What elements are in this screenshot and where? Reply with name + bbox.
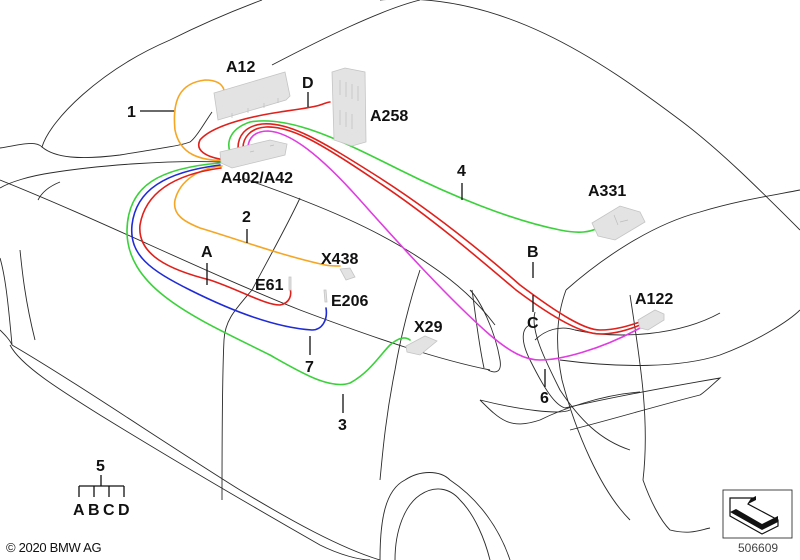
label-e206: E206	[331, 293, 368, 310]
label-x438: X438	[321, 251, 358, 268]
wheel-arch-outer	[379, 472, 511, 560]
parts	[213, 67, 665, 356]
a12-roof-line	[271, 0, 421, 66]
front-edge-2	[19, 249, 36, 341]
callout-A: A	[201, 244, 213, 261]
wheel-arch-inner	[394, 488, 491, 560]
label-a402-a42: A402/A42	[221, 170, 293, 187]
callout-B: B	[527, 244, 539, 261]
copyright-text: © 2020 BMW AG	[6, 540, 101, 555]
wire-6-magenta	[247, 130, 641, 361]
a258-module	[331, 67, 367, 147]
wire-D-red	[198, 101, 331, 161]
legend-5-letter-c: C	[103, 502, 115, 519]
wire-4-green	[228, 120, 599, 233]
window-corner-inner	[471, 289, 485, 369]
callout-6: 6	[540, 390, 549, 407]
a-pillar-line	[241, 177, 496, 326]
wires	[126, 79, 641, 386]
bottom-line	[479, 391, 641, 425]
roof-right-inner	[565, 189, 800, 291]
a331-module	[591, 205, 646, 241]
label-x29: X29	[414, 319, 443, 336]
light-cluster	[522, 324, 722, 431]
wire-1-orange	[173, 79, 225, 162]
legend-5-letter-b: B	[88, 502, 100, 519]
callout-D: D	[302, 75, 314, 92]
label-a258: A258	[370, 108, 408, 125]
callout-4: 4	[457, 163, 466, 180]
front-edge	[0, 257, 13, 346]
legend-5-bracket	[78, 475, 125, 497]
callout-7: 7	[305, 359, 314, 376]
roof-line	[0, 0, 263, 149]
a12-module	[213, 71, 291, 121]
roof-right-curve	[380, 0, 800, 231]
document-number: 506609	[738, 541, 778, 555]
wire-C-red	[242, 126, 641, 335]
a402-a42-module	[219, 139, 288, 169]
lower-bumper	[629, 294, 711, 533]
view-direction-arrow-icon	[722, 489, 793, 539]
bumper-curve	[479, 399, 571, 413]
legend-5-number: 5	[96, 458, 105, 475]
sill-upper	[0, 329, 381, 560]
a122-connector	[637, 309, 665, 331]
legend-5-letter-a: A	[73, 502, 85, 519]
wire-7-blue	[130, 164, 328, 331]
sill-lower	[9, 344, 371, 560]
windshield-lower	[37, 181, 61, 201]
label-a122: A122	[635, 291, 673, 308]
wire-2-orange	[173, 165, 341, 267]
label-a331: A331	[588, 183, 626, 200]
roof-line-inner	[41, 111, 213, 159]
fender-line	[557, 289, 631, 521]
leader-lines	[78, 92, 546, 497]
e206-connector	[323, 289, 328, 303]
e61-connector	[288, 276, 292, 291]
front-lower-shape	[533, 311, 631, 451]
x438-connector	[339, 267, 356, 281]
callout-3: 3	[338, 417, 347, 434]
labels: A12 A258 A402/A42 A331 A122 X438 E61 E20…	[6, 59, 778, 555]
callout-2: 2	[242, 209, 251, 226]
callout-C: C	[527, 315, 539, 332]
callout-1: 1	[127, 104, 136, 121]
wire-B-red	[237, 123, 641, 331]
door-front-line	[221, 197, 301, 501]
fender-lower	[559, 309, 800, 366]
door-rear-line	[379, 269, 421, 481]
window-corner	[469, 289, 501, 373]
label-a12: A12	[226, 59, 255, 76]
label-e61: E61	[255, 277, 284, 294]
wire-A-red	[139, 167, 292, 306]
windshield-upper	[0, 161, 223, 189]
wire-3-green	[126, 162, 411, 386]
legend-5-letter-d: D	[118, 502, 130, 519]
x29-connector	[405, 335, 438, 356]
